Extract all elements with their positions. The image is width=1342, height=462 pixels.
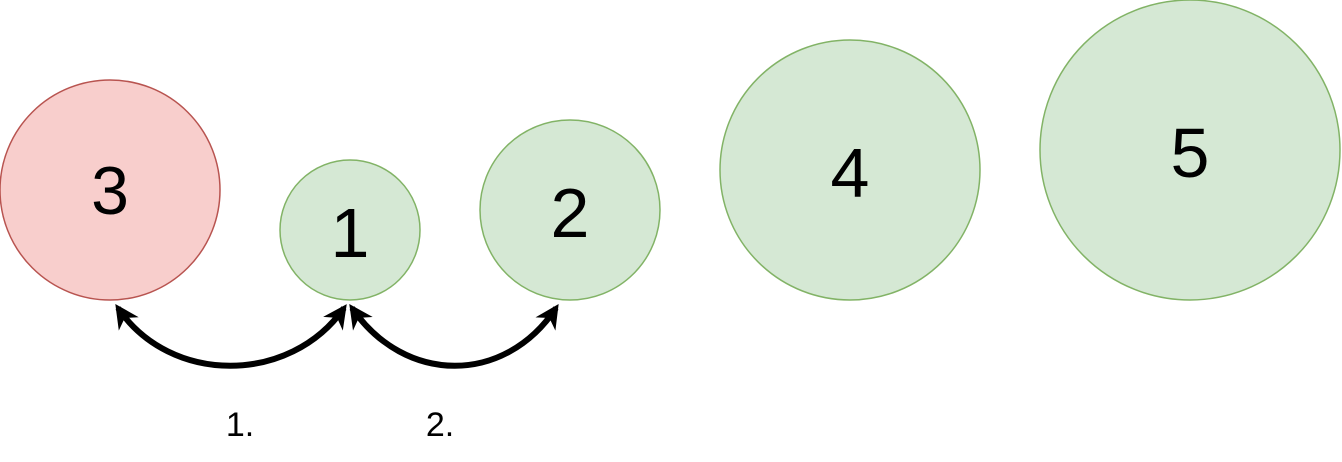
edge-1-3-arrow [115, 304, 347, 369]
node-2[interactable]: 2 [479, 119, 661, 301]
edge-1-2-arrow [349, 304, 559, 369]
node-4[interactable]: 4 [719, 39, 981, 301]
node-1-circle [279, 159, 421, 301]
node-2-label: 2 [551, 174, 590, 252]
node-5-circle [1039, 0, 1341, 301]
node-3-circle [0, 79, 221, 301]
edge-1-3-label: 1. [226, 406, 254, 444]
node-1[interactable]: 1 [279, 159, 421, 301]
node-5-label: 5 [1171, 114, 1210, 192]
node-4-circle [719, 39, 981, 301]
edge-1-2[interactable]: 2. [349, 304, 559, 444]
node-1-label: 1 [331, 194, 370, 272]
node-2-circle [479, 119, 661, 301]
edge-1-3[interactable]: 1. [115, 304, 347, 444]
edge-1-2-label: 2. [426, 406, 454, 444]
node-3[interactable]: 3 [0, 79, 221, 301]
node-4-label: 4 [831, 134, 870, 212]
node-3-label: 3 [91, 153, 129, 229]
node-5[interactable]: 5 [1039, 0, 1341, 301]
